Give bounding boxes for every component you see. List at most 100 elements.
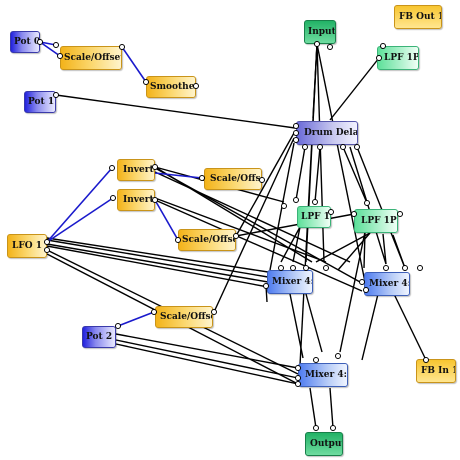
wire[interactable] — [280, 226, 301, 263]
port-connector[interactable] — [402, 265, 408, 271]
wire[interactable] — [339, 231, 366, 353]
port-connector[interactable] — [317, 144, 323, 150]
wire[interactable] — [337, 232, 371, 271]
port-connector[interactable] — [327, 44, 333, 50]
port-connector[interactable] — [303, 265, 309, 271]
node-lfo-1[interactable]: LFO 1 — [7, 234, 47, 258]
node-smoother[interactable]: Smoother — [146, 76, 196, 98]
port-connector[interactable] — [376, 55, 382, 61]
node-invert-2[interactable]: Invert — [117, 189, 155, 211]
wire[interactable] — [154, 172, 203, 179]
port-connector[interactable] — [328, 209, 334, 215]
port-connector[interactable] — [417, 265, 423, 271]
wire[interactable] — [115, 343, 299, 385]
wire[interactable] — [235, 213, 355, 237]
wire[interactable] — [39, 41, 61, 57]
port-connector[interactable] — [199, 175, 205, 181]
port-connector[interactable] — [293, 137, 299, 143]
wire[interactable] — [115, 339, 299, 379]
port-connector[interactable] — [175, 237, 181, 243]
wire[interactable] — [55, 94, 296, 129]
port-connector[interactable] — [259, 177, 265, 183]
port-connector[interactable] — [44, 247, 50, 253]
port-connector[interactable] — [330, 425, 336, 431]
wire[interactable] — [289, 293, 304, 359]
wire[interactable] — [361, 293, 379, 361]
port-connector[interactable] — [295, 381, 301, 387]
node-lpf-1p-right[interactable]: LPF 1P — [354, 209, 398, 233]
port-connector[interactable] — [313, 425, 319, 431]
port-connector[interactable] — [359, 279, 365, 285]
wire[interactable] — [154, 199, 179, 241]
node-pot-2[interactable]: Pot 2 — [82, 326, 116, 348]
port-connector[interactable] — [37, 39, 43, 45]
node-mixer-4-2[interactable]: Mixer 4:2 — [298, 363, 348, 387]
port-connector[interactable] — [278, 265, 284, 271]
port-connector[interactable] — [152, 197, 158, 203]
port-connector[interactable] — [152, 164, 158, 170]
port-connector[interactable] — [233, 233, 239, 239]
port-connector[interactable] — [302, 144, 308, 150]
node-scale-offset-3[interactable]: Scale/Offset — [178, 229, 236, 251]
wire[interactable] — [295, 146, 306, 201]
port-connector[interactable] — [340, 144, 346, 150]
port-connector[interactable] — [383, 265, 389, 271]
wire[interactable] — [46, 243, 269, 283]
wire[interactable] — [46, 197, 114, 243]
port-connector[interactable] — [53, 92, 59, 98]
node-fb-in-1[interactable]: FB In 1 — [416, 359, 456, 383]
port-connector[interactable] — [193, 83, 199, 89]
wire[interactable] — [46, 167, 113, 243]
port-connector[interactable] — [53, 42, 59, 48]
wire[interactable] — [46, 245, 269, 288]
wire[interactable] — [315, 232, 371, 263]
port-connector[interactable] — [293, 197, 299, 203]
port-connector[interactable] — [364, 200, 370, 206]
node-drum-delay[interactable]: Drum Delay — [296, 121, 358, 145]
wire[interactable] — [329, 387, 334, 429]
wire[interactable] — [117, 311, 155, 327]
wire[interactable] — [299, 43, 318, 366]
port-connector[interactable] — [293, 123, 299, 129]
port-connector[interactable] — [143, 79, 149, 85]
wire[interactable] — [309, 387, 317, 429]
node-pot-1[interactable]: Pot 1 — [24, 91, 56, 113]
port-connector[interactable] — [397, 211, 403, 217]
node-lpf-1p-top[interactable]: LPF 1P — [377, 46, 419, 70]
port-connector[interactable] — [363, 287, 369, 293]
port-connector[interactable] — [314, 41, 320, 47]
port-connector[interactable] — [293, 130, 299, 136]
port-connector[interactable] — [423, 357, 429, 363]
port-connector[interactable] — [151, 309, 157, 315]
port-connector[interactable] — [312, 199, 318, 205]
node-scale-offset-2[interactable]: Scale/Offset — [204, 168, 262, 190]
wire[interactable] — [154, 197, 327, 263]
port-connector[interactable] — [290, 265, 296, 271]
port-connector[interactable] — [57, 53, 63, 59]
port-connector[interactable] — [354, 144, 360, 150]
port-connector[interactable] — [211, 309, 217, 315]
wire[interactable] — [305, 293, 323, 353]
wire[interactable] — [46, 239, 269, 278]
wire[interactable] — [393, 293, 427, 361]
wire[interactable] — [314, 146, 321, 203]
wire[interactable] — [46, 237, 269, 273]
port-connector[interactable] — [281, 203, 287, 209]
port-connector[interactable] — [313, 357, 319, 363]
wire[interactable] — [213, 137, 295, 313]
node-invert-1[interactable]: Invert — [117, 159, 155, 181]
port-connector[interactable] — [323, 265, 329, 271]
port-connector[interactable] — [295, 375, 301, 381]
wire[interactable] — [292, 226, 301, 263]
wire[interactable] — [363, 231, 366, 269]
wire[interactable] — [382, 233, 387, 265]
port-connector[interactable] — [380, 43, 386, 49]
node-lpf-1p-mid[interactable]: LPF 1P — [297, 206, 331, 228]
node-mixer-4-1-left[interactable]: Mixer 4:1 — [267, 270, 313, 294]
port-connector[interactable] — [263, 283, 269, 289]
port-connector[interactable] — [335, 353, 341, 359]
port-connector[interactable] — [44, 239, 50, 245]
port-connector[interactable] — [295, 365, 301, 371]
port-connector[interactable] — [115, 323, 121, 329]
node-fb-out-1[interactable]: FB Out 1 — [394, 5, 442, 29]
